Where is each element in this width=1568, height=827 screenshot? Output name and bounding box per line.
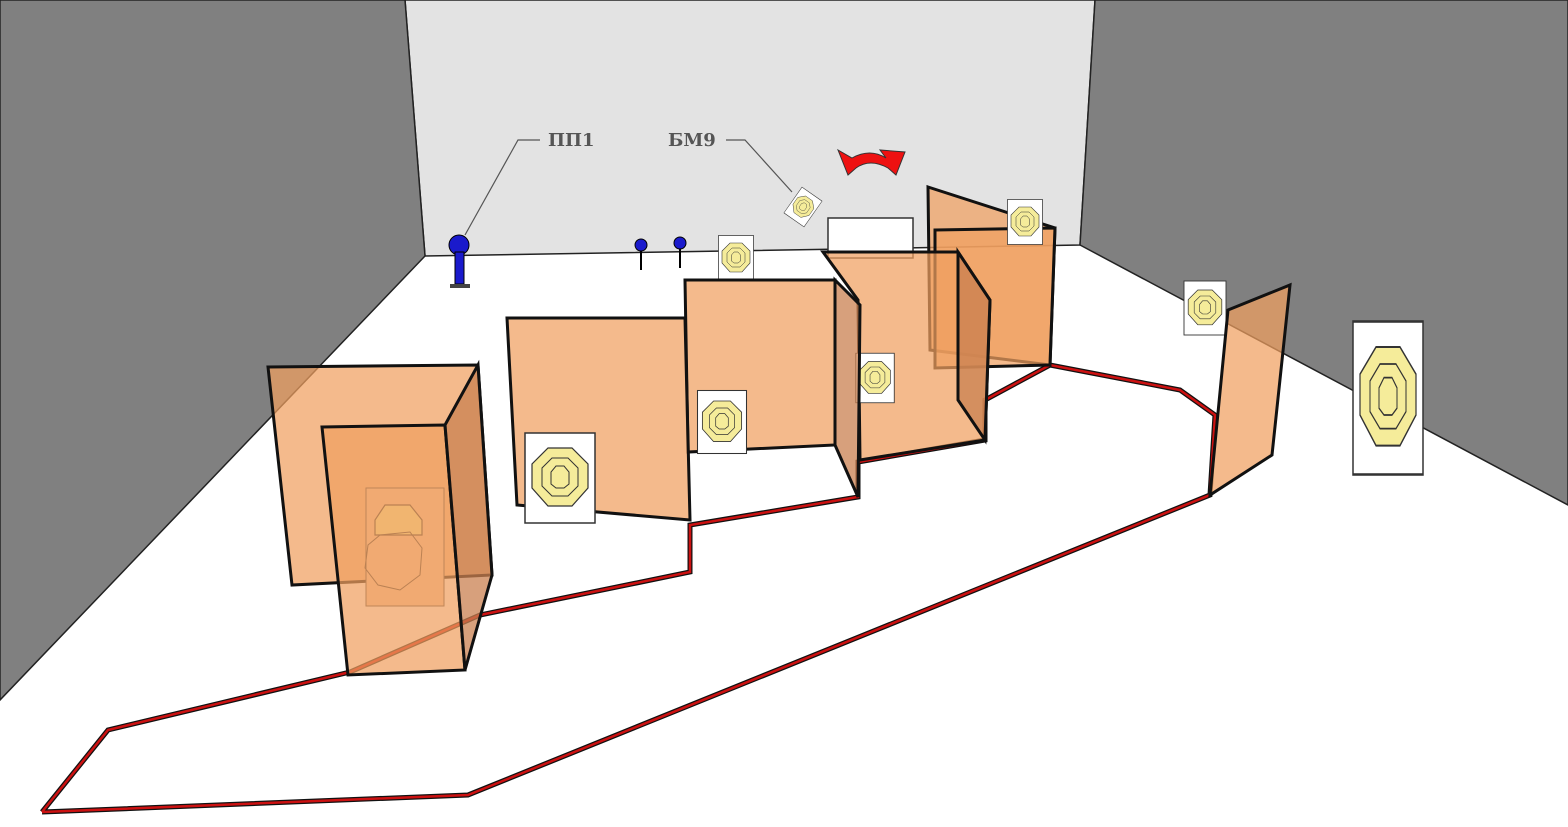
barrier-mid-right-side [956,247,992,445]
callout-line-popper [464,139,540,236]
popper-target-icon [634,238,648,270]
paper-target [524,432,596,524]
paper-target [696,389,748,455]
barrier-front [320,423,467,677]
barrier-right [1208,282,1292,498]
label-popper: ПП1 [548,130,595,151]
label-swinger: БМ9 [668,130,716,151]
popper-target-icon [673,236,687,268]
rotation-arrow-icon [837,148,906,176]
popper-target-icon [448,234,470,288]
paper-target [1351,320,1425,476]
callout-line-swinger [726,139,793,193]
right-wall [1079,0,1568,506]
paper-target [855,352,895,404]
barrier-front-side [443,359,494,671]
paper-target [1183,280,1227,336]
barrier-center-side [833,276,862,498]
left-wall [0,0,426,702]
paper-target [1007,199,1043,245]
paper-target [718,235,754,281]
